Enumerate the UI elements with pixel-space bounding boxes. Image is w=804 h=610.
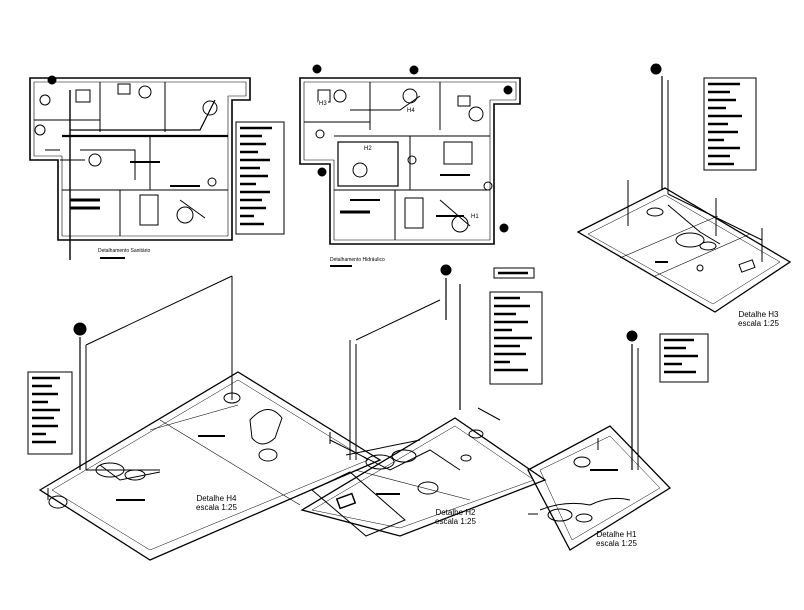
detail-h3-legend: [703, 77, 757, 171]
detail-h3-label: Detalhe H3 escala 1:25: [738, 310, 779, 328]
sanitary-plan-title: Detalhamento Sanitário: [98, 248, 151, 254]
detail-h1: [527, 330, 672, 551]
detail-h2: [300, 264, 547, 537]
hydraulic-plan: [299, 64, 521, 245]
room-tag-h4: H4: [406, 108, 416, 114]
detail-h3: [576, 63, 792, 313]
room-tag-h3: H3: [318, 101, 328, 107]
hydraulic-plan-title: Detalhamento Hidráulico: [330, 257, 385, 263]
detail-h4-legend: [27, 371, 73, 455]
detail-h3-scale: escala 1:25: [738, 319, 779, 328]
detail-h3-title: Detalhe H3: [738, 310, 779, 319]
detail-h4-label: Detalhe H4 escala 1:25: [196, 494, 237, 512]
detail-h1-scale: escala 1:25: [596, 539, 637, 548]
sanitary-plan: [29, 75, 251, 260]
detail-h2-scale: escala 1:25: [435, 517, 476, 526]
detail-h4: [38, 275, 382, 561]
detail-h4-scale: escala 1:25: [196, 503, 237, 512]
detail-h1-title: Detalhe H1: [596, 530, 637, 539]
sanitary-legend: [235, 121, 285, 235]
detail-h1-legend: [659, 333, 709, 383]
detail-h1-label: Detalhe H1 escala 1:25: [596, 530, 637, 548]
room-tag-h2: H2: [363, 146, 373, 152]
detail-h4-title: Detalhe H4: [196, 494, 237, 503]
detail-h2-title: Detalhe H2: [435, 508, 476, 517]
room-tag-h1: H1: [470, 214, 480, 220]
detail-h2-legend: [489, 267, 543, 385]
detail-h2-label: Detalhe H2 escala 1:25: [435, 508, 476, 526]
